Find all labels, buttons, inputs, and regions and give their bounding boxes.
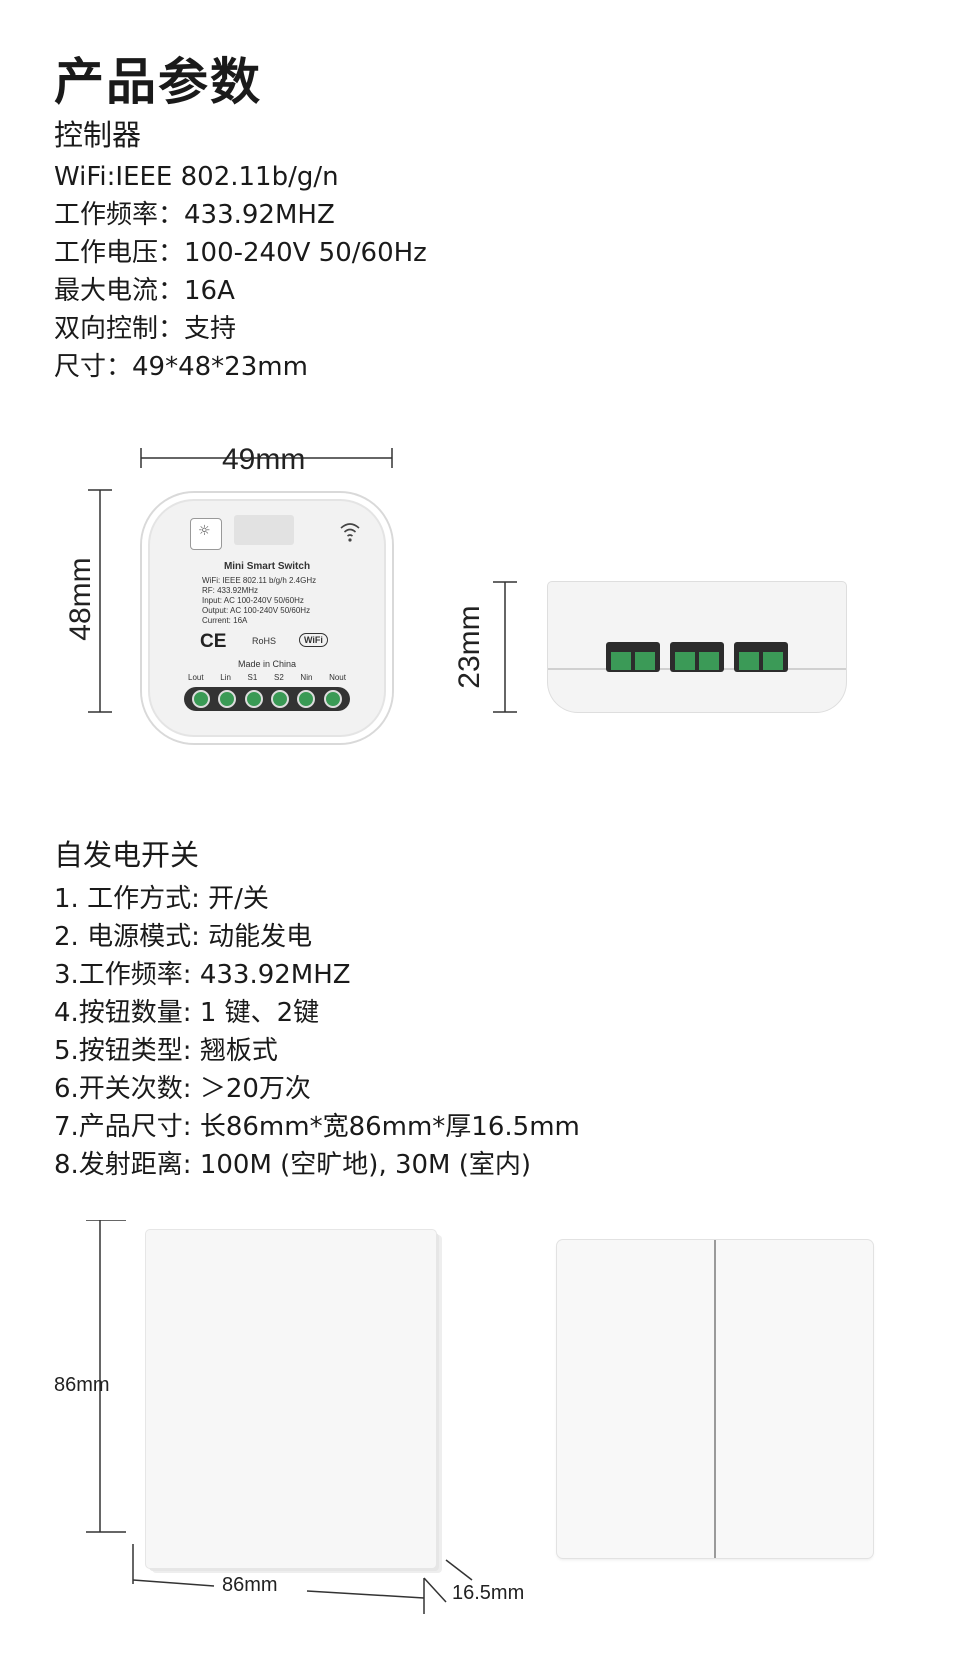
spec-item: 最大电流：16A bbox=[54, 276, 235, 306]
controller-side-device bbox=[548, 582, 846, 712]
spec-item: 5.按钮类型: 翘板式 bbox=[54, 1036, 278, 1066]
made-in-label: Made in China bbox=[237, 659, 297, 669]
device-spec-line: Input: AC 100-240V 50/60Hz bbox=[202, 596, 304, 605]
device-spec-line: Output: AC 100-240V 50/60Hz bbox=[202, 606, 311, 615]
device-name: Mini Smart Switch bbox=[223, 561, 311, 572]
terminal-screw bbox=[297, 690, 316, 708]
terminal-label: S2 bbox=[273, 673, 284, 682]
spec-item: 工作电压：100-240V 50/60Hz bbox=[54, 238, 427, 268]
single-key-switch bbox=[146, 1230, 436, 1568]
controller-depth-label: 23mm bbox=[453, 605, 486, 689]
rohs-mark: RoHS bbox=[252, 636, 277, 646]
terminal-screw bbox=[323, 690, 342, 708]
device-spec-lines: WiFi: IEEE 802.11 b/g/h 2.4GHz RF: 433.9… bbox=[202, 576, 316, 626]
ce-mark: CE bbox=[200, 631, 227, 652]
kinetic-switch-spec-list: 1. 工作方式: 开/关 2. 电源模式: 动能发电 3.工作频率: 433.9… bbox=[54, 880, 580, 1184]
terminal-screw bbox=[244, 690, 263, 708]
spec-item: 3.工作频率: 433.92MHZ bbox=[54, 960, 351, 990]
terminal-label: Nin bbox=[300, 673, 313, 682]
spec-item: 双向控制：支持 bbox=[54, 314, 237, 344]
switch-height-label: 86mm bbox=[54, 1374, 110, 1396]
terminal-label: Lin bbox=[220, 673, 231, 682]
spec-item: 1. 工作方式: 开/关 bbox=[54, 884, 269, 914]
wifi-logo: WiFi bbox=[299, 633, 328, 647]
terminal-label: S1 bbox=[247, 673, 258, 682]
button-frame bbox=[190, 518, 222, 550]
terminal-screw bbox=[192, 690, 211, 708]
double-key-switch bbox=[557, 1240, 873, 1558]
spec-item: 4.按钮数量: 1 键、2键 bbox=[54, 998, 320, 1028]
key-divider bbox=[714, 1240, 716, 1558]
bulb-icon: ☼ bbox=[198, 523, 211, 539]
spec-item: 7.产品尺寸: 长86mm*宽86mm*厚16.5mm bbox=[54, 1112, 580, 1142]
spec-item: 8.发射距离: 100M (空旷地), 30M (室内) bbox=[54, 1150, 532, 1180]
spec-item: 2. 电源模式: 动能发电 bbox=[54, 922, 313, 952]
switch-width-label: 86mm bbox=[222, 1574, 278, 1596]
terminal-screw bbox=[271, 690, 290, 708]
side-terminal bbox=[670, 642, 724, 672]
spec-item: WiFi:IEEE 802.11b/g/n bbox=[54, 162, 339, 192]
device-spec-line: Current: 16A bbox=[202, 616, 248, 625]
terminal-screw bbox=[218, 690, 237, 708]
spec-item: 工作频率：433.92MHZ bbox=[54, 200, 335, 230]
terminal-label: Lout bbox=[188, 673, 204, 682]
terminal-block bbox=[184, 687, 350, 711]
terminal-label: Nout bbox=[329, 673, 346, 682]
terminal-labels: Lout Lin S1 S2 Nin Nout bbox=[188, 673, 346, 682]
switch-thickness-label: 16.5mm bbox=[452, 1582, 525, 1604]
side-terminal bbox=[606, 642, 660, 672]
spec-item: 尺寸：49*48*23mm bbox=[54, 352, 308, 382]
device-spec-line: WiFi: IEEE 802.11 b/g/h 2.4GHz bbox=[202, 576, 317, 585]
controller-width-label: 49mm bbox=[222, 443, 306, 476]
spec-item: 6.开关次数: ＞20万次 bbox=[54, 1074, 311, 1104]
wifi-signal-icon bbox=[340, 523, 360, 542]
controller-heading: 控制器 bbox=[54, 118, 142, 152]
switch-dimension-lines bbox=[86, 1220, 473, 1614]
controller-height-label: 48mm bbox=[64, 557, 97, 641]
controller-spec-list: WiFi:IEEE 802.11b/g/n 工作频率：433.92MHZ 工作电… bbox=[54, 158, 427, 386]
controller-dimension-lines bbox=[88, 448, 517, 713]
controller-front-device: ☼ Mini Smart Switch WiFi: IEEE 802.11 b/… bbox=[142, 493, 392, 743]
kinetic-switch-heading: 自发电开关 bbox=[54, 838, 200, 872]
device-spec-line: RF: 433.92MHz bbox=[202, 586, 259, 595]
page-title: 产品参数 bbox=[54, 53, 262, 111]
led-window bbox=[234, 515, 294, 545]
side-terminal bbox=[734, 642, 788, 672]
